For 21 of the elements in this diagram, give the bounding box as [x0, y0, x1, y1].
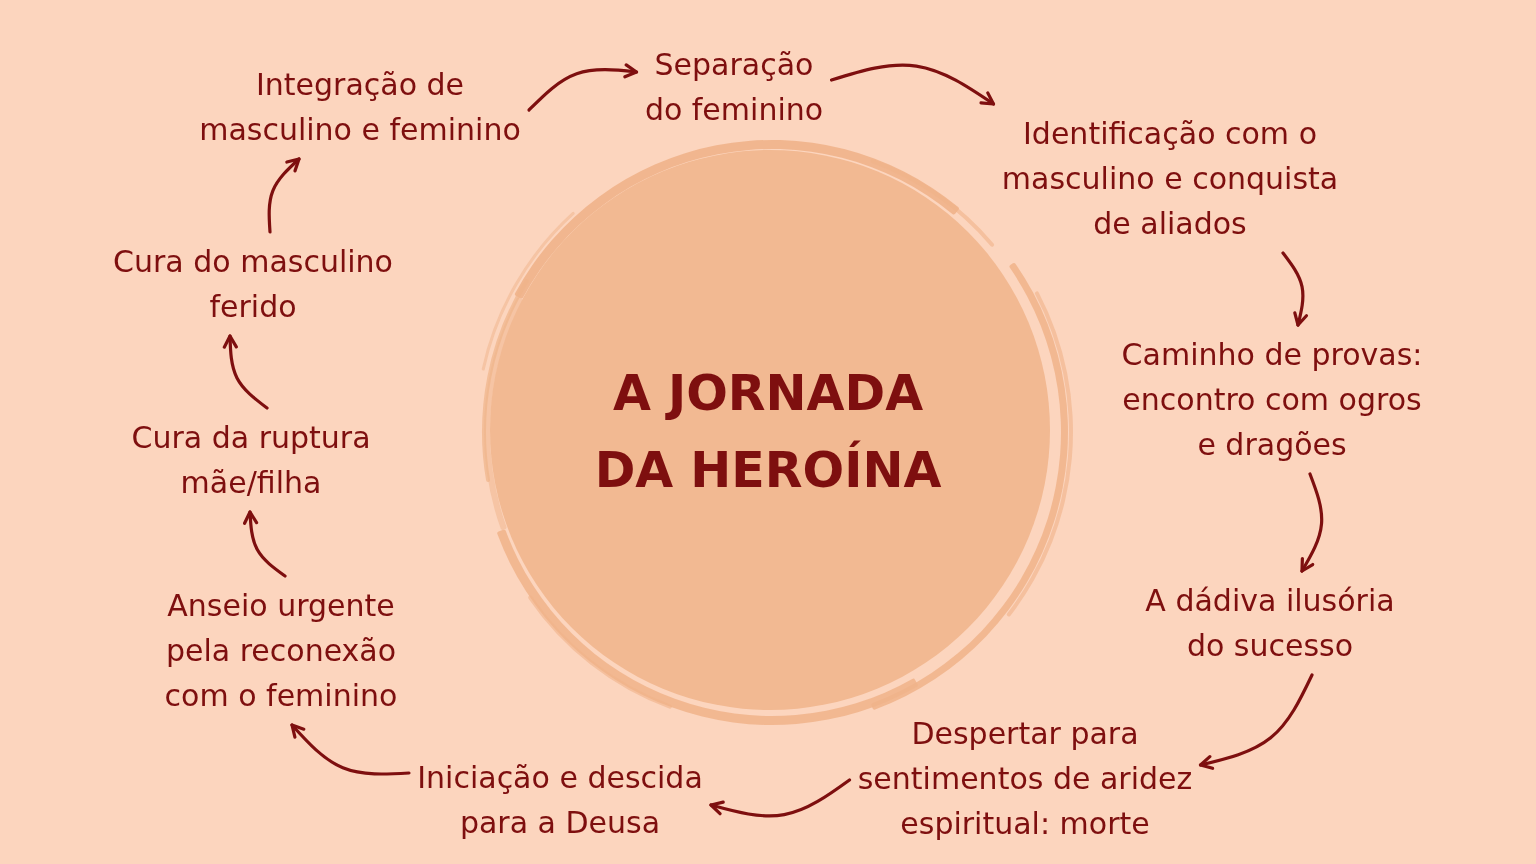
curved-arrow	[267, 157, 301, 234]
stage-label: Caminho de provas: encontro com ogros e dragões	[1120, 332, 1424, 467]
curved-arrow	[243, 510, 287, 578]
curved-arrow	[527, 63, 639, 112]
stage-label: A dádiva ilusória do sucesso	[1144, 578, 1396, 668]
stage-label: Separação do feminino	[643, 42, 825, 132]
stage-label: Cura da ruptura mãe/filha	[130, 415, 372, 505]
center-title: A JORNADA DA HEROÍNA	[593, 364, 943, 501]
curved-arrow	[709, 778, 852, 818]
curved-arrow	[1198, 673, 1314, 770]
stage-label: Cura do masculino ferido	[112, 239, 394, 329]
stage-label: Identificação com o masculino e conquista de aliados	[1000, 111, 1340, 246]
stage-label: Integração de masculino e feminino	[198, 62, 522, 152]
stage-label: Iniciação e descida para a Deusa	[416, 755, 704, 845]
curved-arrow	[222, 334, 269, 410]
stage-label: Anseio urgente pela reconexão com o feminino	[163, 583, 399, 718]
curved-arrow	[1300, 472, 1324, 573]
curved-arrow	[1281, 251, 1309, 327]
curved-arrow	[829, 63, 996, 106]
curved-arrow	[290, 723, 411, 776]
stage-label: Despertar para sentimentos de aridez espiritual: morte	[856, 711, 1194, 846]
